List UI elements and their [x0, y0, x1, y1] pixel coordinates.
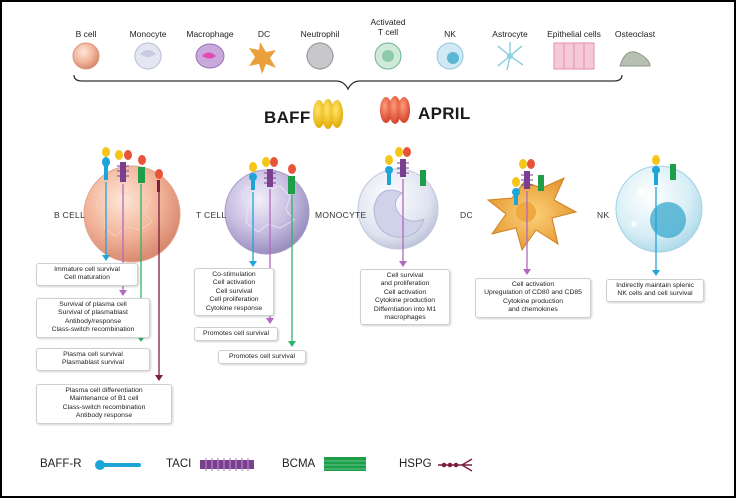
outcome-line: Survival of plasma cell: [59, 301, 127, 308]
outcome-box: Plasma cell differentiation Maintenance …: [36, 384, 172, 424]
cell-type-label: B cell: [75, 29, 97, 39]
april-label: APRIL: [418, 104, 471, 123]
outcome-line: Promotes cell survival: [228, 353, 296, 360]
outcome-line: Plasmablast survival: [62, 359, 124, 367]
grouping-brace: [73, 74, 623, 91]
outcome-line: Cytokine production: [502, 297, 564, 305]
b-cell-icon: [72, 42, 100, 70]
outcome-line: Class-switch recombination: [51, 326, 135, 334]
outcome-line: Upregulation of CD80 and CD85: [484, 289, 582, 297]
outcome-box: Promotes cell survival: [194, 327, 278, 342]
outcome-line: Cell maturation: [64, 274, 110, 282]
outcome-line: Plasma cell differentiation: [65, 387, 143, 394]
dc-receptors: [512, 159, 544, 205]
panel-label-dc: DC: [460, 210, 473, 220]
cell-type-label: Monocyte: [129, 29, 167, 39]
cell-type-label: NK: [444, 29, 456, 39]
legend-baffr-label: BAFF-R: [40, 458, 82, 470]
panel-label-nk: NK: [597, 210, 610, 220]
legend-bcma-icon: [324, 457, 366, 471]
legend-hspg-label: HSPG: [399, 458, 432, 470]
outcome-line: Cell survival: [215, 287, 253, 295]
cell-type-label: DC: [257, 29, 271, 39]
outcome-line: Cell activation: [212, 279, 256, 287]
outcome-line: Antibody/response: [64, 317, 122, 325]
legend-baffr-icon: [95, 460, 141, 470]
outcome-line: and chemokines: [508, 306, 558, 314]
panel-label-t-cell: T CELL: [196, 210, 227, 220]
dc-icon: [249, 42, 276, 74]
astrocyte-icon: [497, 42, 524, 71]
outcome-box: Plasma cell survival Plasmablast surviva…: [36, 348, 150, 371]
cell-type-label: Astrocyte: [492, 29, 528, 39]
outcome-line: Cell activation: [383, 288, 427, 296]
cell-icons-row: [72, 42, 651, 74]
outcome-box: Co-stimulation Cell activation Cell surv…: [194, 268, 274, 317]
outcome-box: Survival of plasma cell Survival of plas…: [36, 298, 150, 338]
outcome-line: Indirectly maintain splenic: [616, 282, 694, 289]
outcome-line: macrophages: [384, 314, 426, 322]
outcome-line: Cell activation: [511, 281, 555, 288]
cell-type-label: Epithelial cells: [547, 29, 601, 39]
cell-type-label: Macrophage: [186, 29, 234, 39]
outcome-box: Immature cell survival Cell maturation: [36, 263, 138, 286]
monocyte-receptors: [385, 147, 426, 186]
neutrophil-icon: [306, 42, 334, 70]
b-cell-receptors: [102, 147, 163, 192]
legend-bcma-label: BCMA: [282, 458, 316, 470]
outcome-line: Promotes cell survival: [202, 330, 270, 337]
dc-body: [486, 176, 578, 252]
outcome-line: NK cells and cell survival: [617, 290, 693, 298]
monocyte-body: [357, 168, 439, 250]
cell-type-label: Activated T cell: [370, 17, 406, 37]
outcome-box: Indirectly maintain splenic NK cells and…: [606, 279, 704, 302]
nk-body: [615, 165, 703, 253]
legend-hspg-icon: [438, 458, 473, 472]
cell-type-label: Neutrophil: [300, 29, 340, 39]
outcome-line: Cell proliferation: [209, 296, 259, 304]
outcome-box: Cell activation Upregulation of CD80 and…: [475, 278, 591, 318]
t-cell-receptors: [249, 157, 296, 194]
nk-receptors: [652, 155, 676, 185]
legend-taci-icon: [200, 458, 254, 471]
outcome-line: Survival of plasmablast: [58, 309, 128, 317]
legend-taci-label: TACI: [166, 458, 192, 470]
osteoclast-icon: [619, 51, 651, 67]
outcome-line: Cell survival: [386, 272, 424, 279]
outcome-line: Antibody response: [75, 412, 133, 420]
outcome-line: and proliferation: [380, 280, 430, 288]
outcome-box: Promotes cell survival: [218, 350, 306, 365]
baff-label: BAFF: [264, 108, 311, 127]
outcome-box: Cell survival and proliferation Cell act…: [360, 269, 450, 326]
outcome-line: Class-switch recombination: [62, 403, 146, 411]
panel-label-monocyte: MONOCYTE: [315, 210, 367, 220]
cell-type-label: Osteoclast: [614, 29, 656, 39]
outcome-line: Differntiation into M1: [373, 305, 437, 313]
outcome-line: Maintenance of B1 cell: [69, 395, 139, 403]
outcome-line: Cytokine response: [205, 304, 263, 312]
outcome-line: Plasma cell survival: [63, 351, 123, 358]
baff-trimer-icon: [313, 99, 343, 129]
april-trimer-icon: [380, 96, 410, 124]
outcome-line: Co-stimulation: [212, 271, 256, 278]
b-cell-body: [83, 165, 181, 263]
outcome-line: Cytokine production: [374, 297, 436, 305]
outcome-line: Immature cell survival: [54, 266, 120, 273]
panel-label-b-cell: B CELL: [54, 210, 86, 220]
